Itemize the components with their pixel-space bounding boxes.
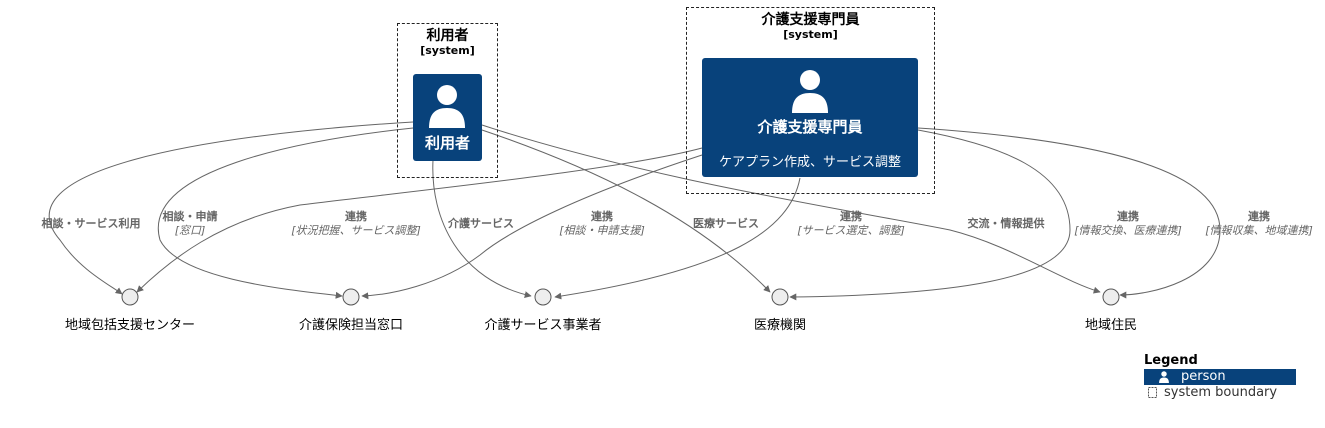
edge-label: 医療サービス	[693, 217, 759, 230]
interface-circle-center	[121, 288, 139, 306]
interface-circle-residents	[1102, 288, 1120, 306]
edge-label: 交流・情報提供	[967, 217, 1045, 230]
edge-label: 連携 [サービス選定、調整]	[797, 210, 905, 237]
legend-item-label: system boundary	[1164, 385, 1278, 400]
legend-item-label: person	[1181, 369, 1226, 384]
interface-circle-window	[342, 288, 360, 306]
person-icon	[1159, 371, 1169, 383]
edge-user-residents	[481, 124, 1101, 294]
edge-user-center	[48, 121, 414, 295]
person-name: 利用者	[424, 134, 470, 152]
legend-item-boundary: system boundary	[1144, 385, 1296, 401]
interface-circle-provider	[534, 288, 552, 306]
interface-label-medical: 医療機関	[753, 318, 806, 333]
person-user[interactable]: 利用者	[413, 74, 482, 161]
edge-label: 連携 [相談・申請支援]	[559, 210, 645, 237]
person-care-manager[interactable]: 介護支援専門員 ケアプラン作成、サービス調整	[702, 58, 918, 177]
interface-label-provider: 介護サービス事業者	[484, 318, 602, 333]
edge-cm-medical	[789, 129, 1071, 301]
edge-cm-provider	[554, 177, 801, 300]
person-icon	[792, 70, 828, 113]
edge-label: 相談・申請 [窓口]	[162, 210, 218, 237]
dashed-box-icon	[1148, 387, 1157, 398]
legend: Legend person system boundary	[1144, 353, 1296, 401]
boundary-stereotype: [system]	[420, 44, 475, 57]
boundary-stereotype: [system]	[783, 28, 838, 41]
interface-circle-medical	[771, 288, 789, 306]
edge-user-window	[157, 127, 414, 299]
edge-user-medical	[481, 129, 771, 293]
interface-label-center: 地域包括支援センター	[64, 318, 195, 333]
edge-label: 連携 [情報交換、医療連携]	[1074, 210, 1182, 237]
system-boundary-care-manager: 介護支援専門員 [system]	[686, 7, 935, 194]
person-icon	[429, 85, 465, 128]
legend-title: Legend	[1144, 353, 1198, 368]
system-boundary-user: 利用者 [system]	[397, 23, 498, 178]
person-description: ケアプラン作成、サービス調整	[718, 155, 901, 170]
edge-label: 介護サービス	[448, 217, 514, 230]
edge-label: 連携 [状況把握、サービス調整]	[291, 210, 421, 237]
interface-label-window: 介護保険担当窓口	[298, 318, 403, 333]
edge-label: 連携 [情報収集、地域連携]	[1205, 210, 1313, 237]
edge-cm-residents	[917, 127, 1221, 299]
legend-item-person: person	[1144, 369, 1296, 385]
edge-user-provider	[432, 159, 532, 299]
edge-cm-center	[136, 147, 703, 293]
person-name: 介護支援専門員	[757, 118, 863, 136]
boundary-title: 介護支援専門員	[761, 12, 860, 28]
boundary-title: 利用者	[426, 28, 469, 44]
edge-cm-window	[361, 154, 703, 300]
edge-label: 相談・サービス利用	[41, 217, 141, 230]
interface-label-residents: 地域住民	[1084, 318, 1137, 333]
